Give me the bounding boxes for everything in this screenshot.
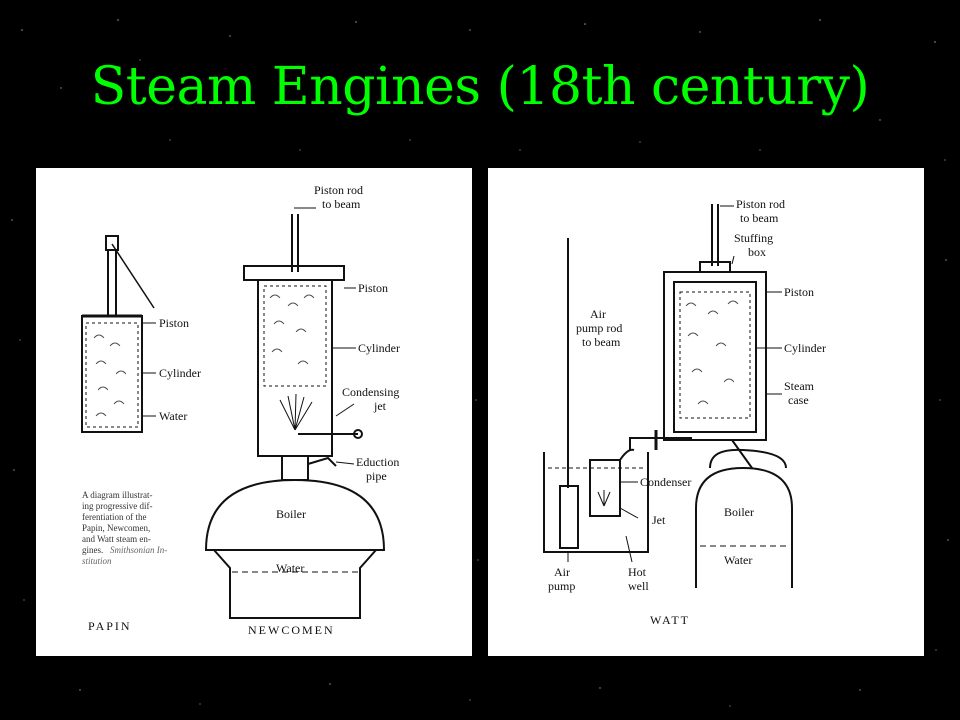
note-line: and Watt steam en- — [82, 534, 151, 544]
papin-newcomen-diagram-panel: Piston Cylinder Water Piston rod to — [36, 168, 472, 656]
note-line: Papin, Newcomen, — [82, 523, 150, 533]
newcomen-label-boiler: Boiler — [276, 507, 306, 521]
note-line: gines. — [82, 545, 103, 555]
watt-label-air-pump-2: pump — [548, 579, 575, 593]
note-source: Smithsonian In- — [110, 545, 167, 555]
note-line: ferentiation of the — [82, 512, 146, 522]
watt-label-air-rod-1: Air — [590, 307, 606, 321]
watt-label-jet: Jet — [652, 513, 666, 527]
note-line: ing progressive dif- — [82, 501, 152, 511]
watt-label-piston: Piston — [784, 285, 814, 299]
papin-engine-drawing — [81, 235, 156, 433]
watt-label-air-rod-3: to beam — [582, 335, 621, 349]
papin-label-piston: Piston — [159, 316, 189, 330]
papin-label-cylinder: Cylinder — [159, 366, 201, 380]
slide-title: Steam Engines (18th century) — [90, 57, 870, 117]
watt-label-hot-well-1: Hot — [628, 565, 647, 579]
newcomen-caption: NEWCOMEN — [248, 623, 335, 637]
papin-label-water: Water — [159, 409, 187, 423]
watt-label-air-pump-1: Air — [554, 565, 570, 579]
watt-label-water: Water — [724, 553, 752, 567]
watt-label-stuffing-1: Stuffing — [734, 231, 773, 245]
note-line: A diagram illustrat- — [82, 490, 152, 500]
watt-label-stuffing-2: box — [748, 245, 766, 259]
newcomen-label-piston-rod-2: to beam — [322, 197, 361, 211]
watt-diagram-panel: Piston rod to beam Stuffing box Piston C… — [488, 168, 924, 656]
newcomen-label-condensing-1: Condensing — [342, 385, 399, 399]
watt-label-piston-rod-2: to beam — [740, 211, 779, 225]
watt-label-steam-1: Steam — [784, 379, 815, 393]
newcomen-label-condensing-2: jet — [373, 399, 387, 413]
papin-caption: PAPIN — [88, 619, 132, 633]
watt-engine-drawing — [543, 204, 793, 588]
newcomen-label-eduction-2: pipe — [366, 469, 387, 483]
watt-label-cylinder: Cylinder — [784, 341, 826, 355]
note-source: stitution — [82, 556, 112, 566]
newcomen-label-piston-rod-1: Piston rod — [314, 183, 363, 197]
newcomen-label-eduction-1: Eduction — [356, 455, 399, 469]
watt-label-condenser: Condenser — [640, 475, 691, 489]
newcomen-label-water: Water — [276, 561, 304, 575]
watt-label-steam-2: case — [788, 393, 809, 407]
diagram-note: A diagram illustrat- ing progressive dif… — [82, 490, 167, 566]
watt-label-air-rod-2: pump rod — [576, 321, 622, 335]
newcomen-engine-drawing — [204, 207, 386, 619]
watt-label-boiler: Boiler — [724, 505, 754, 519]
watt-label-hot-well-2: well — [628, 579, 649, 593]
watt-label-piston-rod-1: Piston rod — [736, 197, 785, 211]
watt-caption: WATT — [650, 613, 690, 627]
newcomen-label-cylinder: Cylinder — [358, 341, 400, 355]
newcomen-label-piston: Piston — [358, 281, 388, 295]
